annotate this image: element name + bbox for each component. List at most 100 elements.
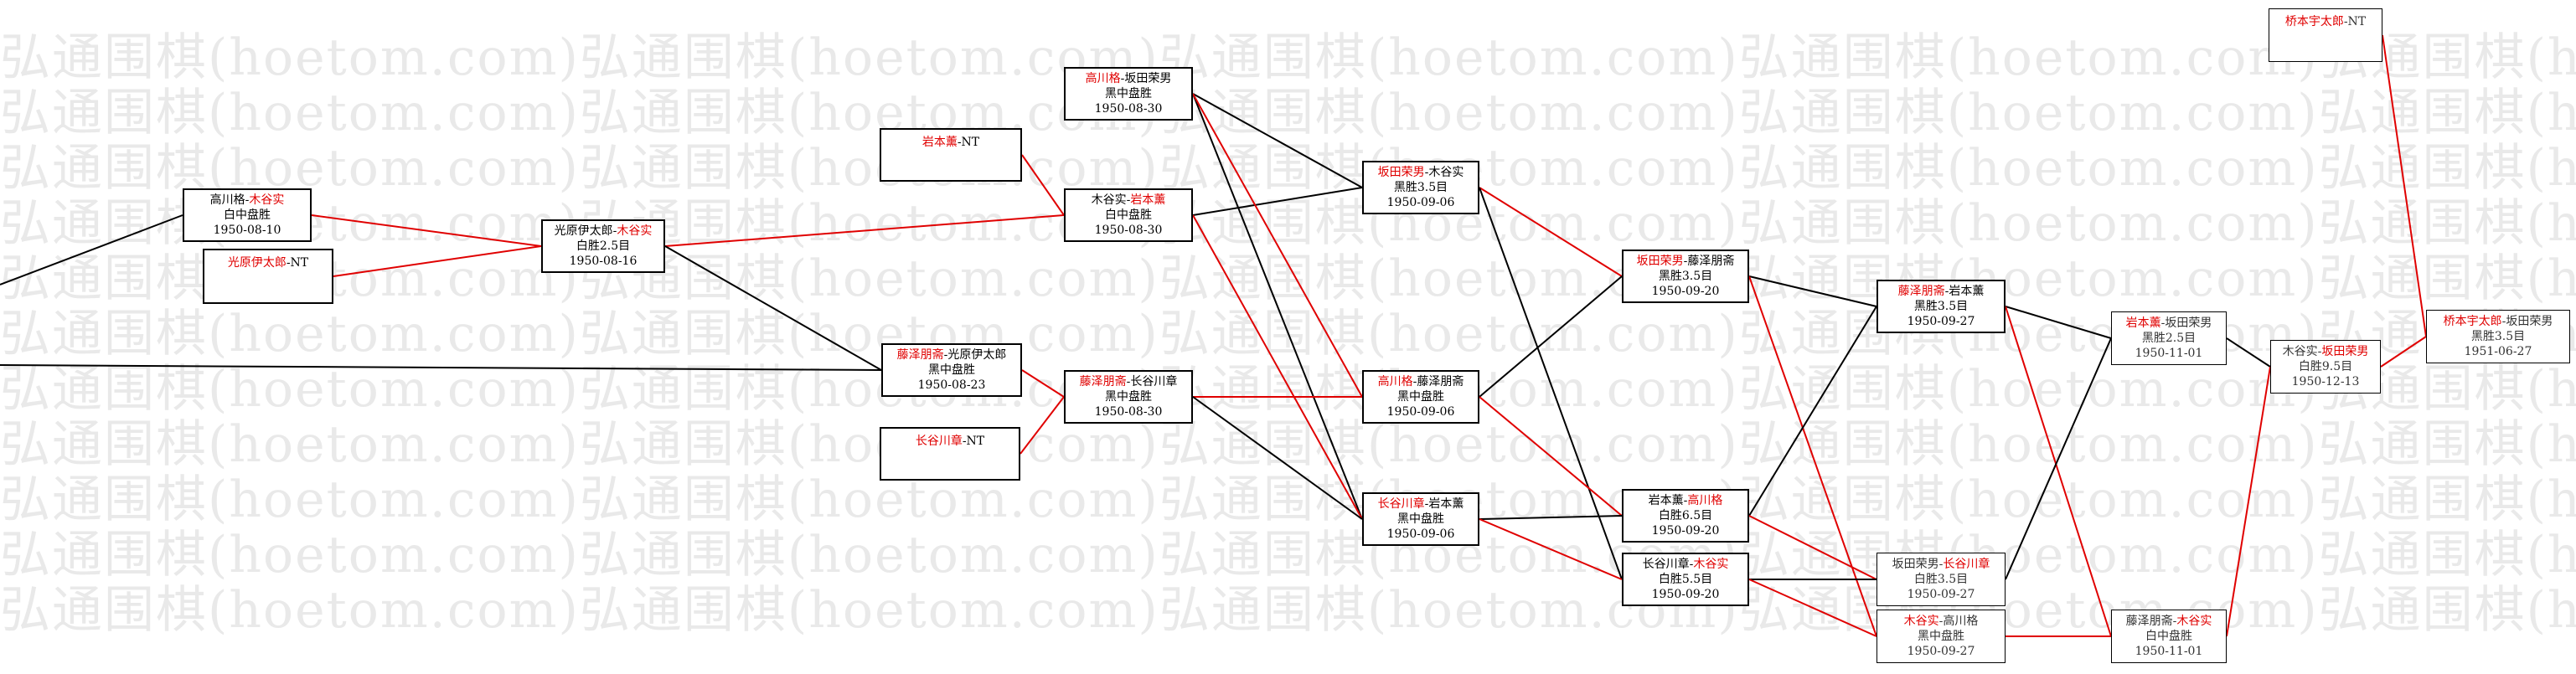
winner-connector — [1021, 369, 1065, 398]
winner-connector — [2005, 306, 2112, 637]
winner-name: 木谷实 — [617, 224, 653, 238]
match-result: 白中盘胜 — [1105, 208, 1152, 222]
player-name: -藤泽朋斋 — [1683, 255, 1735, 268]
match-result: 黑胜2.5目 — [2141, 332, 2197, 345]
match-players: 长谷川章-木谷实 — [1625, 557, 1746, 572]
loser-connector — [664, 245, 882, 371]
match-date: 1950-09-06 — [1386, 196, 1455, 209]
winner-connector — [664, 214, 1065, 247]
player-name: 高川格 — [209, 193, 245, 207]
loser-connector — [1192, 93, 1363, 188]
match-players: 长谷川章-NT — [883, 434, 1017, 449]
match-result: 黑胜3.5目 — [1913, 300, 1969, 313]
winner-name: 藤泽朋斋 — [896, 348, 944, 362]
match-players: 木谷实-岩本薰 — [1067, 193, 1190, 208]
player-name: -光原伊太郎 — [943, 348, 1007, 362]
match-node: 长谷川章-NT — [880, 427, 1020, 481]
loser-connector — [1479, 187, 1623, 580]
match-date: 1950-09-27 — [1907, 588, 1975, 601]
match-node: 藤泽朋斋-岩本薰黑胜3.5目 1950-09-27 — [1877, 280, 2006, 333]
match-node: 木谷实-岩本薰白中盘胜 1950-08-30 — [1064, 188, 1193, 242]
match-result: 白胜9.5目 — [2298, 360, 2353, 373]
match-date: 1950-09-20 — [1651, 524, 1720, 538]
winner-name: 木谷实 — [1693, 558, 1729, 571]
loser-connector — [2226, 337, 2271, 368]
match-result: 白胜3.5目 — [1913, 573, 1969, 586]
match-result: 黑胜3.5目 — [1658, 270, 1713, 283]
winner-connector — [311, 214, 542, 247]
match-players: 岩本薰-高川格 — [1625, 493, 1746, 508]
match-players: 藤泽朋斋-岩本薰 — [1880, 284, 2002, 299]
winner-connector — [1748, 579, 1877, 637]
winner-connector — [1748, 515, 1877, 580]
player-name: - — [1683, 494, 1688, 507]
match-date: 1950-08-23 — [917, 378, 986, 392]
match-players: 高川格-藤泽朋斋 — [1365, 374, 1476, 389]
match-result: 白胜2.5目 — [576, 239, 631, 253]
player-name: -NT — [957, 136, 980, 149]
match-players: 光原伊太郎-木谷实 — [545, 224, 662, 239]
loser-connector — [1192, 396, 1363, 520]
winner-name: 长谷川章 — [1943, 558, 1990, 571]
match-date: 1950-09-06 — [1386, 527, 1455, 541]
player-name: 木谷实 — [2282, 345, 2318, 358]
winner-name: 岩本薰 — [2125, 316, 2161, 330]
player-name: -岩本薰 — [1424, 497, 1464, 511]
match-players: 岩本薰-坂田荣男 — [2114, 316, 2224, 331]
winner-name: 光原伊太郎 — [227, 256, 287, 270]
match-result: 白胜6.5目 — [1658, 509, 1713, 522]
match-node: 桥本宇太郎-NT — [2269, 8, 2382, 62]
winner-connector — [1479, 518, 1623, 580]
match-players: 坂田荣男-长谷川章 — [1879, 557, 2003, 572]
player-name: -木谷实 — [1424, 166, 1464, 179]
winner-connector — [1192, 214, 1363, 520]
match-players: 藤泽朋斋-光原伊太郎 — [885, 347, 1019, 363]
winner-connector — [1479, 187, 1623, 277]
player-name: -NT — [2343, 15, 2367, 28]
match-date: 1950-11-01 — [2135, 347, 2203, 360]
match-date: 1950-08-30 — [1094, 224, 1163, 237]
winner-name: 高川格 — [1085, 72, 1121, 85]
player-name: 岩本薰 — [1648, 494, 1684, 507]
winner-name: 木谷实 — [1903, 615, 1939, 628]
player-name: - — [2317, 345, 2322, 358]
player-name: -坂田荣男 — [2160, 316, 2212, 330]
winner-connector — [333, 245, 542, 277]
match-date: 1950-09-27 — [1907, 315, 1975, 328]
winner-name: 藤泽朋斋 — [1897, 285, 1945, 298]
match-date: 1950-08-10 — [213, 224, 281, 237]
winner-connector — [1021, 154, 1065, 216]
match-players: 长谷川章-岩本薰 — [1365, 496, 1476, 512]
match-result: 黑中盘胜 — [1918, 630, 1964, 643]
winner-name: 高川格 — [1687, 494, 1723, 507]
player-name: -藤泽朋斋 — [1412, 375, 1464, 388]
player-name: 长谷川章 — [1642, 558, 1690, 571]
loser-connector — [1748, 275, 1877, 307]
winner-name: 木谷实 — [249, 193, 285, 207]
match-date: 1951-06-27 — [2464, 345, 2532, 358]
match-players: 木谷实-高川格 — [1879, 614, 2003, 629]
winner-connector — [1748, 275, 1877, 637]
match-players: 桥本宇太郎-坂田荣男 — [2429, 314, 2568, 329]
match-players: 光原伊太郎-NT — [206, 255, 330, 270]
match-result: 黑中盘胜 — [1105, 390, 1152, 404]
match-players: 桥本宇太郎-NT — [2271, 14, 2380, 29]
player-name: -NT — [962, 435, 985, 448]
winner-connector — [2226, 366, 2271, 637]
player-name: - — [245, 193, 250, 207]
player-name: - — [1126, 193, 1131, 207]
winner-name: 桥本宇太郎 — [2443, 315, 2502, 328]
winner-name: 坂田荣男 — [2321, 345, 2369, 358]
match-players: 高川格-坂田荣男 — [1067, 71, 1190, 86]
winner-connector — [1020, 396, 1065, 455]
